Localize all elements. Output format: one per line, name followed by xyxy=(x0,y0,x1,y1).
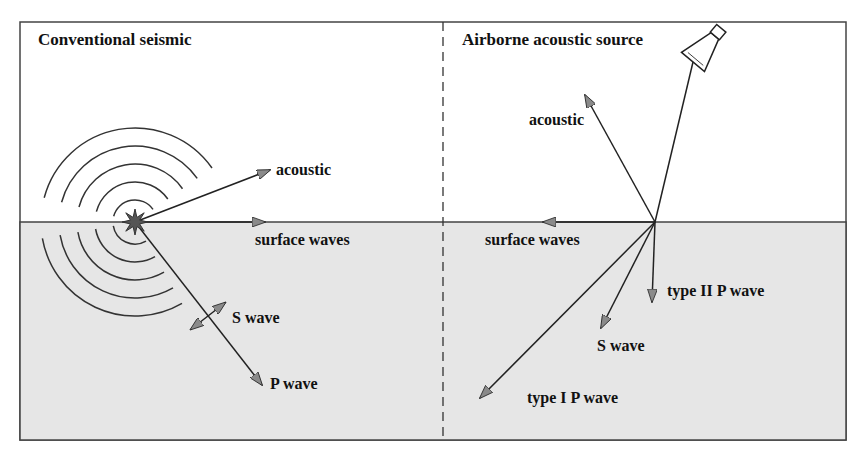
panel-heading: Airborne acoustic source xyxy=(462,30,643,50)
type2-p-wave-ray xyxy=(652,222,655,302)
s-wave-ray xyxy=(601,222,655,328)
surface-wave-ray xyxy=(135,221,265,223)
wave-label: surface waves xyxy=(485,230,580,249)
panel-heading: Conventional seismic xyxy=(38,30,191,50)
type1-p-wave-ray xyxy=(480,222,655,398)
incident-ray xyxy=(655,62,693,222)
wave-label: surface waves xyxy=(255,230,350,249)
wave-label: S wave xyxy=(232,308,280,327)
wave-label: type I P wave xyxy=(527,388,618,407)
wave-label: acoustic xyxy=(276,160,331,179)
acoustic-ray xyxy=(135,170,270,222)
wave-label: S wave xyxy=(597,336,645,355)
divider-line xyxy=(442,22,443,440)
s-wave-motion xyxy=(191,303,226,330)
ground xyxy=(20,222,846,440)
surface-wave-ray xyxy=(543,221,655,223)
acoustic-reflection-ray xyxy=(585,95,655,222)
wave-label: type II P wave xyxy=(667,281,764,300)
frame xyxy=(20,22,846,440)
wave-label: acoustic xyxy=(529,110,584,129)
wave-label: P wave xyxy=(270,374,318,393)
explosion-star xyxy=(122,209,148,235)
loudspeaker-icon xyxy=(682,19,733,72)
p-wave-ray xyxy=(135,222,262,385)
